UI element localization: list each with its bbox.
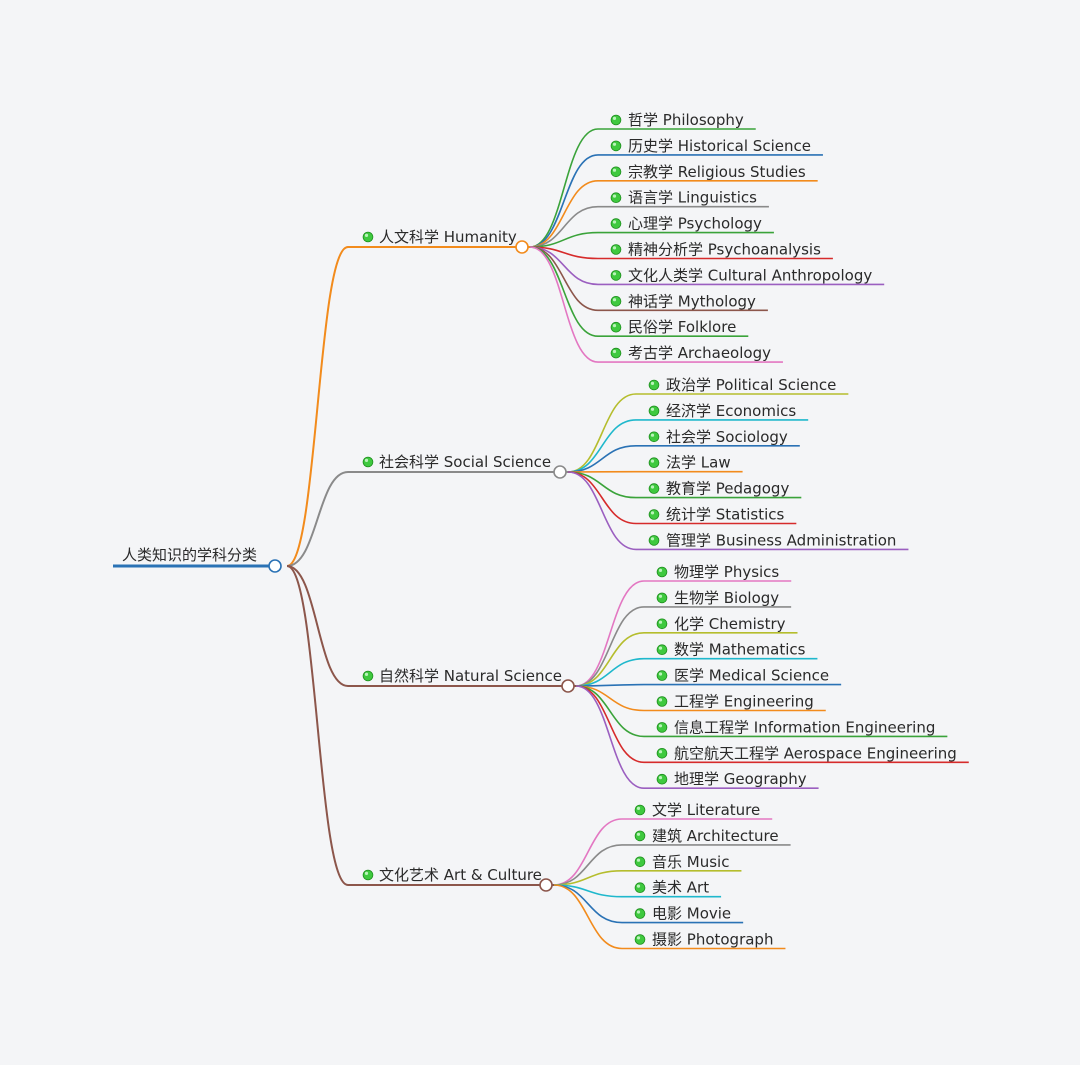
leaf-label[interactable]: 地理学 Geography — [674, 770, 807, 788]
leaf-bullet-icon — [657, 722, 668, 733]
leaf-connector — [568, 394, 636, 472]
branch-collapse-knob[interactable] — [540, 879, 552, 891]
branch-connector — [287, 566, 348, 885]
leaf-bullet-icon — [657, 567, 668, 578]
leaf-label[interactable]: 法学 Law — [666, 454, 731, 472]
leaf-bullet-icon — [657, 670, 668, 681]
leaf-connector — [530, 247, 598, 310]
leaf-bullet-icon — [657, 593, 668, 604]
leaf-bullet-icon — [611, 115, 622, 126]
leaf-label[interactable]: 工程学 Engineering — [674, 693, 814, 711]
leaf-bullet-icon — [611, 167, 622, 178]
leaf-bullet-icon — [649, 432, 660, 443]
leaf-label[interactable]: 医学 Medical Science — [674, 667, 829, 685]
leaf-label[interactable]: 神话学 Mythology — [628, 292, 756, 310]
leaf-bullet-icon — [649, 509, 660, 520]
leaf-label[interactable]: 生物学 Biology — [674, 589, 779, 607]
leaf-label[interactable]: 美术 Art — [652, 879, 709, 897]
leaf-label[interactable]: 摄影 Photograph — [652, 931, 773, 949]
branch-label[interactable]: 文化艺术 Art & Culture — [379, 866, 542, 884]
branch-connector — [287, 566, 348, 686]
leaf-connector — [576, 686, 644, 736]
leaf-connector — [576, 686, 644, 788]
leaf-bullet-icon — [611, 322, 622, 333]
leaf-label[interactable]: 历史学 Historical Science — [628, 137, 811, 155]
branch-collapse-knob[interactable] — [554, 466, 566, 478]
leaf-bullet-icon — [657, 748, 668, 759]
leaf-connector — [530, 247, 598, 336]
leaf-label[interactable]: 航空航天工程学 Aerospace Engineering — [674, 744, 957, 762]
leaf-bullet-icon — [657, 774, 668, 785]
branch-label[interactable]: 自然科学 Natural Science — [379, 667, 562, 685]
branch-connector — [287, 472, 348, 566]
leaf-label[interactable]: 文化人类学 Cultural Anthropology — [628, 266, 872, 284]
root-collapse-knob[interactable] — [269, 560, 281, 572]
branch-label[interactable]: 社会科学 Social Science — [379, 453, 551, 471]
leaf-label[interactable]: 文学 Literature — [652, 801, 760, 819]
leaf-bullet-icon — [635, 805, 646, 816]
node-layer: 人类知识的学科分类 人文科学 Humanity 哲学 Philosophy 历史学 H… — [113, 111, 957, 949]
leaf-bullet-icon — [611, 348, 622, 359]
leaf-label[interactable]: 管理学 Business Administration — [666, 531, 896, 549]
leaf-connector — [568, 472, 636, 498]
leaf-label[interactable]: 建筑 Architecture — [652, 827, 779, 845]
leaf-label[interactable]: 音乐 Music — [652, 853, 729, 871]
leaf-label[interactable]: 电影 Movie — [652, 905, 731, 923]
leaf-label[interactable]: 信息工程学 Information Engineering — [674, 718, 935, 736]
leaf-label[interactable]: 政治学 Political Science — [666, 376, 836, 394]
branch-collapse-knob[interactable] — [516, 241, 528, 253]
leaf-bullet-icon — [611, 244, 622, 255]
leaf-bullet-icon — [649, 535, 660, 546]
leaf-bullet-icon — [649, 483, 660, 494]
branch-bullet-icon — [363, 671, 374, 682]
leaf-connector — [568, 472, 636, 549]
leaf-connector — [530, 129, 598, 247]
leaf-label[interactable]: 数学 Mathematics — [674, 641, 806, 659]
branch-bullet-icon — [363, 232, 374, 243]
branch-collapse-knob[interactable] — [562, 680, 574, 692]
leaf-bullet-icon — [657, 696, 668, 707]
leaf-label[interactable]: 经济学 Economics — [666, 402, 796, 420]
leaf-connector — [554, 819, 622, 885]
leaf-bullet-icon — [657, 644, 668, 655]
leaf-bullet-icon — [611, 270, 622, 281]
leaf-bullet-icon — [649, 406, 660, 417]
leaf-bullet-icon — [635, 857, 646, 868]
leaf-connector — [568, 446, 636, 472]
branch-label[interactable]: 人文科学 Humanity — [379, 228, 517, 246]
leaf-bullet-icon — [635, 882, 646, 893]
leaf-label[interactable]: 语言学 Linguistics — [628, 189, 757, 207]
leaf-bullet-icon — [611, 192, 622, 203]
leaf-bullet-icon — [635, 908, 646, 919]
leaf-connector — [530, 247, 598, 362]
leaf-label[interactable]: 统计学 Statistics — [666, 506, 785, 524]
leaf-bullet-icon — [649, 380, 660, 391]
leaf-label[interactable]: 民俗学 Folklore — [628, 318, 736, 336]
leaf-label[interactable]: 精神分析学 Psychoanalysis — [628, 241, 821, 259]
leaf-bullet-icon — [635, 934, 646, 945]
branch-bullet-icon — [363, 870, 374, 881]
leaf-bullet-icon — [649, 457, 660, 468]
leaf-bullet-icon — [611, 296, 622, 307]
leaf-label[interactable]: 化学 Chemistry — [674, 615, 786, 633]
leaf-connector — [554, 885, 622, 949]
leaf-bullet-icon — [635, 831, 646, 842]
leaf-connector — [576, 581, 644, 686]
leaf-label[interactable]: 物理学 Physics — [674, 563, 779, 581]
leaf-bullet-icon — [657, 619, 668, 630]
root-label: 人类知识的学科分类 — [122, 546, 257, 564]
leaf-label[interactable]: 社会学 Sociology — [666, 428, 788, 446]
leaf-bullet-icon — [611, 141, 622, 152]
leaf-label[interactable]: 教育学 Pedagogy — [666, 480, 789, 498]
leaf-connector — [568, 472, 636, 524]
leaf-connector — [576, 607, 644, 686]
leaf-label[interactable]: 宗教学 Religious Studies — [628, 163, 806, 181]
leaf-label[interactable]: 考古学 Archaeology — [628, 344, 771, 362]
leaf-bullet-icon — [611, 218, 622, 229]
branch-bullet-icon — [363, 457, 374, 468]
leaf-label[interactable]: 心理学 Psychology — [628, 215, 762, 233]
leaf-label[interactable]: 哲学 Philosophy — [628, 111, 744, 129]
